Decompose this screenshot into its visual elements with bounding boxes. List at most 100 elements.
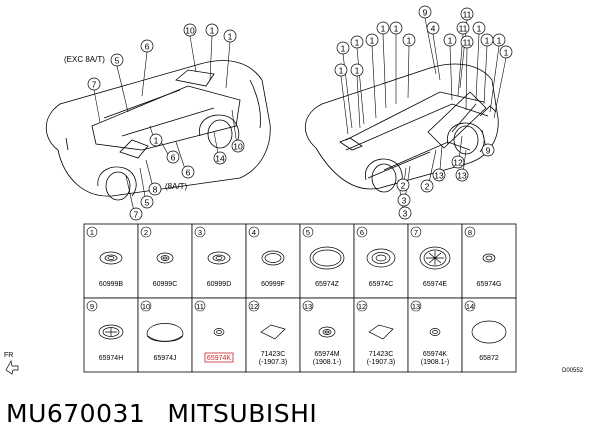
part-index-circle: [302, 300, 314, 312]
part-number-label: 65974C: [369, 281, 394, 288]
part-index-circle: [302, 226, 314, 238]
left-callout-number: 7: [92, 79, 97, 89]
part-index-number: 5: [306, 228, 310, 237]
right-callout: 1: [472, 21, 486, 35]
part-number-label: 65974J: [154, 355, 177, 362]
dome-part-icon: [146, 323, 184, 342]
right-callout-number: 1: [448, 35, 453, 45]
part-index-circle: [464, 226, 476, 238]
part-number-label: 60999C: [153, 281, 178, 288]
right-callout-circle: [455, 168, 469, 182]
left-callout-number: 6: [186, 167, 191, 177]
left-callout: 5: [110, 53, 124, 67]
part-index-circle: [410, 300, 422, 312]
right-callout: 11: [460, 35, 474, 49]
right-callout: 1: [334, 63, 348, 77]
right-callout-circle: [460, 7, 474, 21]
oval-part-icon: [471, 320, 507, 344]
right-leader-line: [449, 45, 453, 101]
right-callout: 1: [492, 33, 506, 47]
left-callout: 1: [149, 133, 163, 147]
left-callout: 6: [181, 165, 195, 179]
part-index-number: 2: [144, 228, 148, 237]
part-index-circle: [356, 226, 368, 238]
part-date-range: (-1907.3): [259, 359, 287, 366]
right-leader-line: [483, 45, 488, 105]
right-callout-number: 1: [394, 23, 399, 33]
part-cell[interactable]: 1 60999B: [83, 223, 139, 299]
part-number-label: 60999D: [207, 281, 232, 288]
left-callout-circle: [223, 29, 237, 43]
tiny-grommet-part-icon: [213, 328, 225, 336]
left-callout-circle: [231, 139, 245, 153]
right-callout-number: 9: [423, 7, 428, 17]
part-cell[interactable]: 2 60999C: [137, 223, 193, 299]
cap-part-icon: [366, 248, 396, 268]
left-callout: 6: [166, 150, 180, 164]
right-callout-circle: [376, 21, 390, 35]
right-callout-circle: [396, 178, 410, 192]
part-index-circle: [356, 300, 368, 312]
right-callout-circle: [492, 33, 506, 47]
part-number-label: 60999B: [99, 281, 123, 288]
right-callout-number: 11: [463, 9, 472, 19]
footer-brand: MITSUBISHI: [167, 399, 318, 428]
left-car-illustration: [45, 60, 271, 201]
right-callout-number: 9: [486, 145, 491, 155]
right-callout-circle: [418, 5, 432, 19]
right-callout: 13: [455, 168, 469, 182]
right-leader-line: [340, 75, 349, 135]
left-callout-number: 1: [154, 135, 159, 145]
right-callout: 2: [420, 179, 434, 193]
right-leader-line: [356, 47, 365, 125]
right-callout-circle: [443, 33, 457, 47]
part-index-circle: [248, 300, 260, 312]
right-callout: 1: [443, 33, 457, 47]
right-callout-number: 2: [425, 181, 430, 191]
patch-part-icon: [260, 324, 286, 340]
part-index-number: 12: [250, 302, 258, 311]
right-leader-line: [432, 33, 441, 81]
left-callout: 7: [87, 77, 101, 91]
right-callout: 3: [397, 193, 411, 207]
left-callout-number: 6: [171, 152, 176, 162]
left-leader-line: [189, 35, 197, 73]
left-callout-number: 10: [185, 25, 195, 35]
part-index-circle: [410, 226, 422, 238]
left-callout-number: 5: [145, 197, 150, 207]
part-index-number: 14: [466, 302, 474, 311]
right-callout-number: 3: [403, 208, 408, 218]
right-callout-circle: [365, 33, 379, 47]
right-callout-circle: [402, 33, 416, 47]
patch-part-icon: [368, 324, 394, 340]
right-callout-circle: [456, 21, 470, 35]
left-callout-circle: [213, 151, 227, 165]
right-callout-circle: [389, 21, 403, 35]
right-callout-circle: [336, 41, 350, 55]
right-callout: 13: [432, 168, 446, 182]
right-callout: 9: [418, 5, 432, 19]
right-callout-number: 1: [341, 43, 346, 53]
left-callout: 5: [140, 195, 154, 209]
right-callout-number: 2: [401, 180, 406, 190]
right-callout-number: 12: [453, 157, 463, 167]
right-callout: 1: [389, 21, 403, 35]
part-index-number: 1: [90, 228, 94, 237]
right-callout: 9: [481, 143, 495, 157]
left-callout-number: 14: [215, 153, 225, 163]
